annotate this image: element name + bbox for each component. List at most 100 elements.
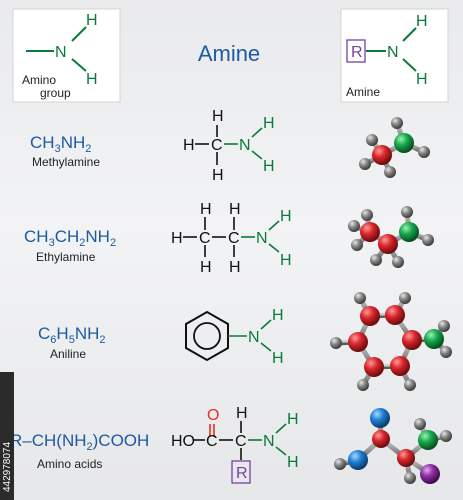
atom-c: C xyxy=(199,230,211,247)
bond-line xyxy=(260,319,272,330)
carbon-ball xyxy=(372,145,392,165)
atom-h: H xyxy=(171,230,183,247)
hydrogen-ball xyxy=(359,158,371,170)
atom-o: O xyxy=(207,407,219,424)
ball-model-ethylamine xyxy=(348,206,434,268)
atom-h: H xyxy=(200,201,212,218)
row-methylamine: CH3NH2 Methylamine H C H H N H H xyxy=(30,108,430,184)
r-group-box xyxy=(346,39,366,63)
atom-c: C xyxy=(206,433,218,450)
atom-n: N xyxy=(387,44,399,61)
atom-n: N xyxy=(248,329,260,346)
hydrogen-ball xyxy=(357,379,369,391)
carbon-ball xyxy=(378,234,398,254)
carbon-ball xyxy=(402,330,422,350)
carbon-ball xyxy=(390,356,410,376)
atom-h: H xyxy=(229,259,241,276)
atom-h: H xyxy=(212,167,224,184)
hydrogen-ball xyxy=(351,239,363,251)
atom-h: H xyxy=(416,13,428,30)
bond-line xyxy=(402,27,417,42)
hydrogen-ball xyxy=(384,166,396,178)
name-methylamine: Methylamine xyxy=(32,155,100,169)
hydrogen-ball xyxy=(348,220,360,232)
bond-line xyxy=(268,243,280,253)
hydrogen-ball xyxy=(401,206,413,218)
bond-line xyxy=(275,423,287,434)
hydrogen-ball xyxy=(404,379,416,391)
hydrogen-ball xyxy=(330,337,342,349)
atom-h: H xyxy=(229,201,241,218)
r-group-ball xyxy=(420,464,440,484)
amino-label-line1: Amino xyxy=(22,73,56,87)
atom-h: H xyxy=(287,411,299,428)
oxygen-ball xyxy=(370,408,390,428)
carbon-ball xyxy=(360,306,380,326)
ball-model-aniline xyxy=(330,292,452,391)
ball-model-methylamine xyxy=(359,117,430,178)
hydrogen-ball xyxy=(414,418,426,430)
row-aniline: C6H5NH2 Aniline N H H xyxy=(38,292,452,391)
hydrogen-ball xyxy=(440,430,452,442)
hydrogen-ball xyxy=(440,346,452,358)
hydrogen-ball xyxy=(418,146,430,158)
name-amino-acids: Amino acids xyxy=(37,457,102,471)
atom-h: H xyxy=(263,115,275,132)
atom-h: H xyxy=(272,307,284,324)
structural-aniline: N H H xyxy=(185,307,284,367)
carbon-ball xyxy=(372,430,390,448)
carbon-ball xyxy=(397,449,415,467)
atom-h: H xyxy=(212,108,224,125)
atom-h: H xyxy=(280,208,292,225)
atom-n: N xyxy=(239,137,251,154)
formula-ethylamine: CH3CH2NH2 xyxy=(24,227,116,249)
hydrogen-ball xyxy=(370,254,382,266)
nitrogen-ball xyxy=(399,222,419,242)
atom-ho: HO xyxy=(171,433,195,450)
amino-group-panel: N H H Amino group xyxy=(12,8,121,103)
r-group-label: R xyxy=(236,465,248,482)
stock-id: 442978074 xyxy=(2,442,13,492)
nitrogen-ball xyxy=(418,430,438,450)
r-group-box xyxy=(231,460,251,484)
carbon-ball xyxy=(360,222,380,242)
nitrogen-ball xyxy=(424,329,444,349)
carbon-ball xyxy=(348,332,368,352)
atom-n: N xyxy=(256,230,268,247)
row-ethylamine: CH3CH2NH2 Ethylamine H C H H C H H N H H xyxy=(24,201,434,276)
formula-methylamine: CH3NH2 xyxy=(30,133,91,155)
atom-h: H xyxy=(236,405,248,422)
amine-card xyxy=(340,8,449,103)
atom-c: C xyxy=(211,137,223,154)
bond-line xyxy=(260,342,272,352)
amine-panel: R N H H Amine xyxy=(340,8,449,103)
amino-label-line2: group xyxy=(40,86,71,100)
atom-h: H xyxy=(416,71,428,88)
page-title: Amine xyxy=(198,41,260,66)
atom-h: H xyxy=(183,137,195,154)
hydrogen-ball xyxy=(438,320,450,332)
structural-ethylamine: H C H H C H H N H H xyxy=(171,201,292,276)
hydrogen-ball xyxy=(354,292,366,304)
stock-id-strip xyxy=(0,372,14,500)
bond-line xyxy=(268,220,280,231)
atom-n: N xyxy=(263,433,275,450)
hydrogen-ball xyxy=(391,117,403,129)
hydrogen-ball xyxy=(366,134,378,146)
formula-aniline: C6H5NH2 xyxy=(38,324,106,346)
hydrogen-ball xyxy=(399,292,411,304)
benzene-ring xyxy=(185,310,229,362)
amine-label: Amine xyxy=(346,85,380,99)
amino-group-card xyxy=(12,8,121,103)
atom-h: H xyxy=(287,454,299,471)
hydrogen-ball xyxy=(392,256,404,268)
r-group-label: R xyxy=(351,44,363,61)
bond-line xyxy=(71,26,87,42)
bond-line xyxy=(251,127,263,138)
row-amino-acids: R–CH(NH2)COOH Amino acids O HO C C H R N… xyxy=(10,405,452,484)
hydrogen-ball xyxy=(404,472,416,484)
atom-h: H xyxy=(200,259,212,276)
formula-amino-acids: R–CH(NH2)COOH xyxy=(10,431,149,453)
atom-h: H xyxy=(86,71,98,88)
